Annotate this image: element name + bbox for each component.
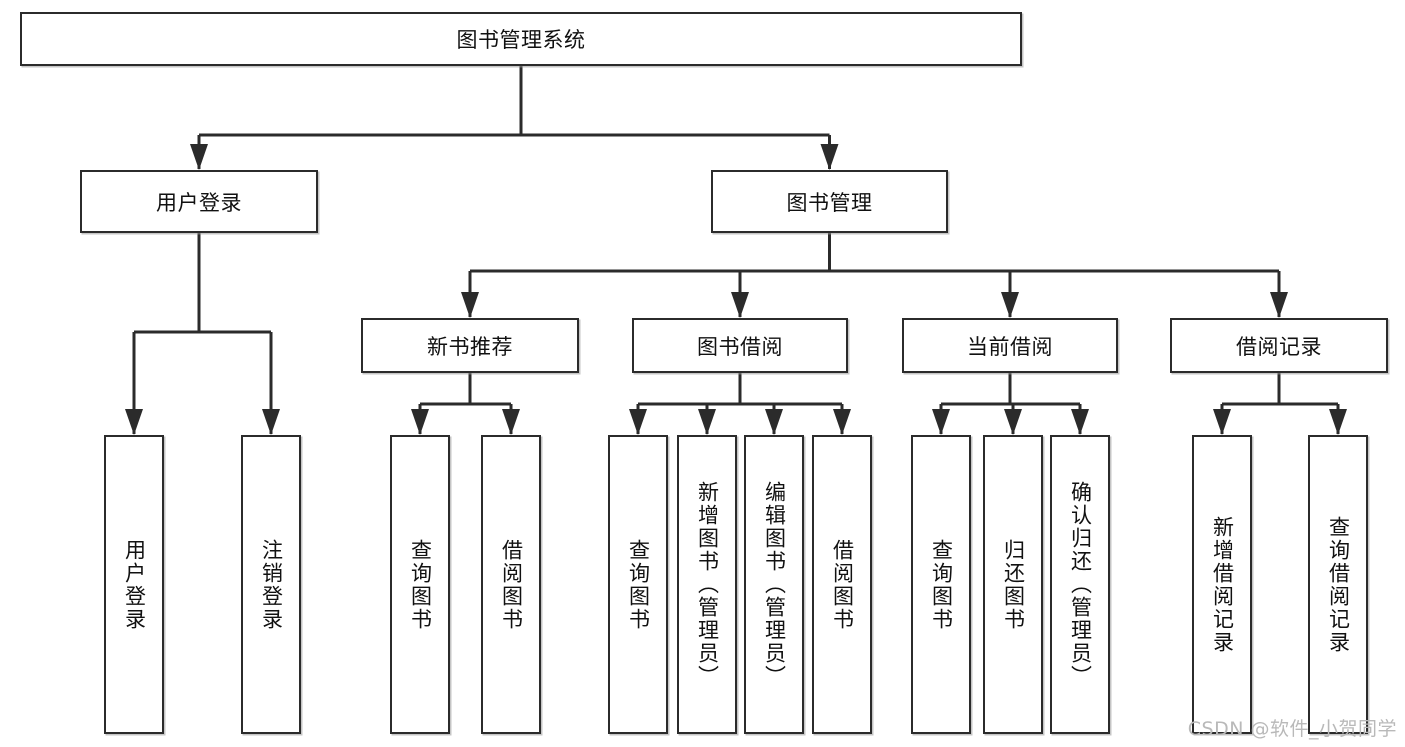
node-label-book-manage: 图书管理 <box>786 190 873 215</box>
node-label-leaf-return-book: 归还图书 <box>1001 538 1026 631</box>
node-box-leaf-query-borrow-record[interactable]: 查询借阅记录 <box>1308 435 1368 734</box>
node-label-user-login: 用户登录 <box>156 190 242 215</box>
node-box-new-book-recommend[interactable]: 新书推荐 <box>361 318 579 373</box>
node-label-leaf-add-book: 新增图书（管理员） <box>695 481 720 688</box>
node-label-leaf-add-borrow-record: 新增借阅记录 <box>1210 515 1235 654</box>
node-box-book-borrow[interactable]: 图书借阅 <box>632 318 848 373</box>
node-box-leaf-logout-login[interactable]: 注销登录 <box>241 435 301 734</box>
arrow-icon-leaf-edit-book <box>765 409 783 435</box>
node-label-book-borrow: 图书借阅 <box>697 334 783 359</box>
arrow-icon-book-manage <box>820 144 839 170</box>
node-box-leaf-add-book[interactable]: 新增图书（管理员） <box>677 435 737 734</box>
arrow-icon-leaf-query-borrow-record <box>1329 409 1347 435</box>
arrow-icon-leaf-return-book <box>1004 409 1022 435</box>
node-box-leaf-query-book-2[interactable]: 查询图书 <box>608 435 668 734</box>
node-label-leaf-confirm-return: 确认归还（管理员） <box>1068 481 1093 688</box>
node-box-leaf-query-book-1[interactable]: 查询图书 <box>390 435 450 734</box>
arrow-icon-leaf-query-book-3 <box>932 409 950 435</box>
node-box-root[interactable]: 图书管理系统 <box>20 12 1022 66</box>
node-label-current-borrow: 当前借阅 <box>967 334 1053 359</box>
node-label-leaf-user-login: 用户登录 <box>122 538 147 631</box>
node-box-user-login[interactable]: 用户登录 <box>80 170 318 233</box>
node-box-leaf-add-borrow-record[interactable]: 新增借阅记录 <box>1192 435 1252 734</box>
arrow-icon-leaf-borrow-book-1 <box>502 409 520 435</box>
arrow-icon-current-borrow <box>1001 292 1019 318</box>
node-box-current-borrow[interactable]: 当前借阅 <box>902 318 1118 373</box>
arrow-icon-leaf-query-book-2 <box>629 409 647 435</box>
arrow-icon-leaf-add-book <box>698 409 716 435</box>
node-label-new-book-recommend: 新书推荐 <box>427 334 513 359</box>
node-box-leaf-edit-book[interactable]: 编辑图书（管理员） <box>744 435 804 734</box>
node-label-leaf-query-book-1: 查询图书 <box>408 538 433 631</box>
arrow-icon-borrow-record <box>1270 292 1288 318</box>
arrow-icon-leaf-confirm-return <box>1071 409 1089 435</box>
node-box-borrow-record[interactable]: 借阅记录 <box>1170 318 1388 373</box>
node-box-leaf-query-book-3[interactable]: 查询图书 <box>911 435 971 734</box>
node-label-leaf-edit-book: 编辑图书（管理员） <box>762 481 787 688</box>
node-box-leaf-borrow-book-1[interactable]: 借阅图书 <box>481 435 541 734</box>
node-label-leaf-borrow-book-1: 借阅图书 <box>499 538 524 631</box>
arrow-icon-user-login <box>190 144 208 170</box>
arrow-icon-leaf-logout-login <box>262 409 280 435</box>
node-label-root: 图书管理系统 <box>456 28 586 52</box>
node-label-leaf-query-book-2: 查询图书 <box>626 538 651 631</box>
node-box-leaf-borrow-book-2[interactable]: 借阅图书 <box>812 435 872 734</box>
watermark: CSDN @软件_小贺同学 <box>1187 718 1397 740</box>
node-label-leaf-logout-login: 注销登录 <box>259 538 284 631</box>
arrow-icon-leaf-user-login <box>125 409 143 435</box>
node-box-leaf-confirm-return[interactable]: 确认归还（管理员） <box>1050 435 1110 734</box>
arrow-icon-leaf-query-book-1 <box>411 409 429 435</box>
arrow-icon-leaf-borrow-book-2 <box>833 409 851 435</box>
arrow-icon-book-borrow <box>731 292 749 318</box>
node-box-leaf-user-login[interactable]: 用户登录 <box>104 435 164 734</box>
arrow-icon-leaf-add-borrow-record <box>1213 409 1231 435</box>
node-box-book-manage[interactable]: 图书管理 <box>711 170 948 233</box>
node-box-leaf-return-book[interactable]: 归还图书 <box>983 435 1043 734</box>
arrow-icon-new-book-recommend <box>461 292 479 318</box>
node-label-leaf-query-borrow-record: 查询借阅记录 <box>1326 515 1351 654</box>
node-label-leaf-query-book-3: 查询图书 <box>929 538 954 631</box>
node-label-borrow-record: 借阅记录 <box>1236 334 1322 359</box>
node-label-leaf-borrow-book-2: 借阅图书 <box>830 538 855 631</box>
